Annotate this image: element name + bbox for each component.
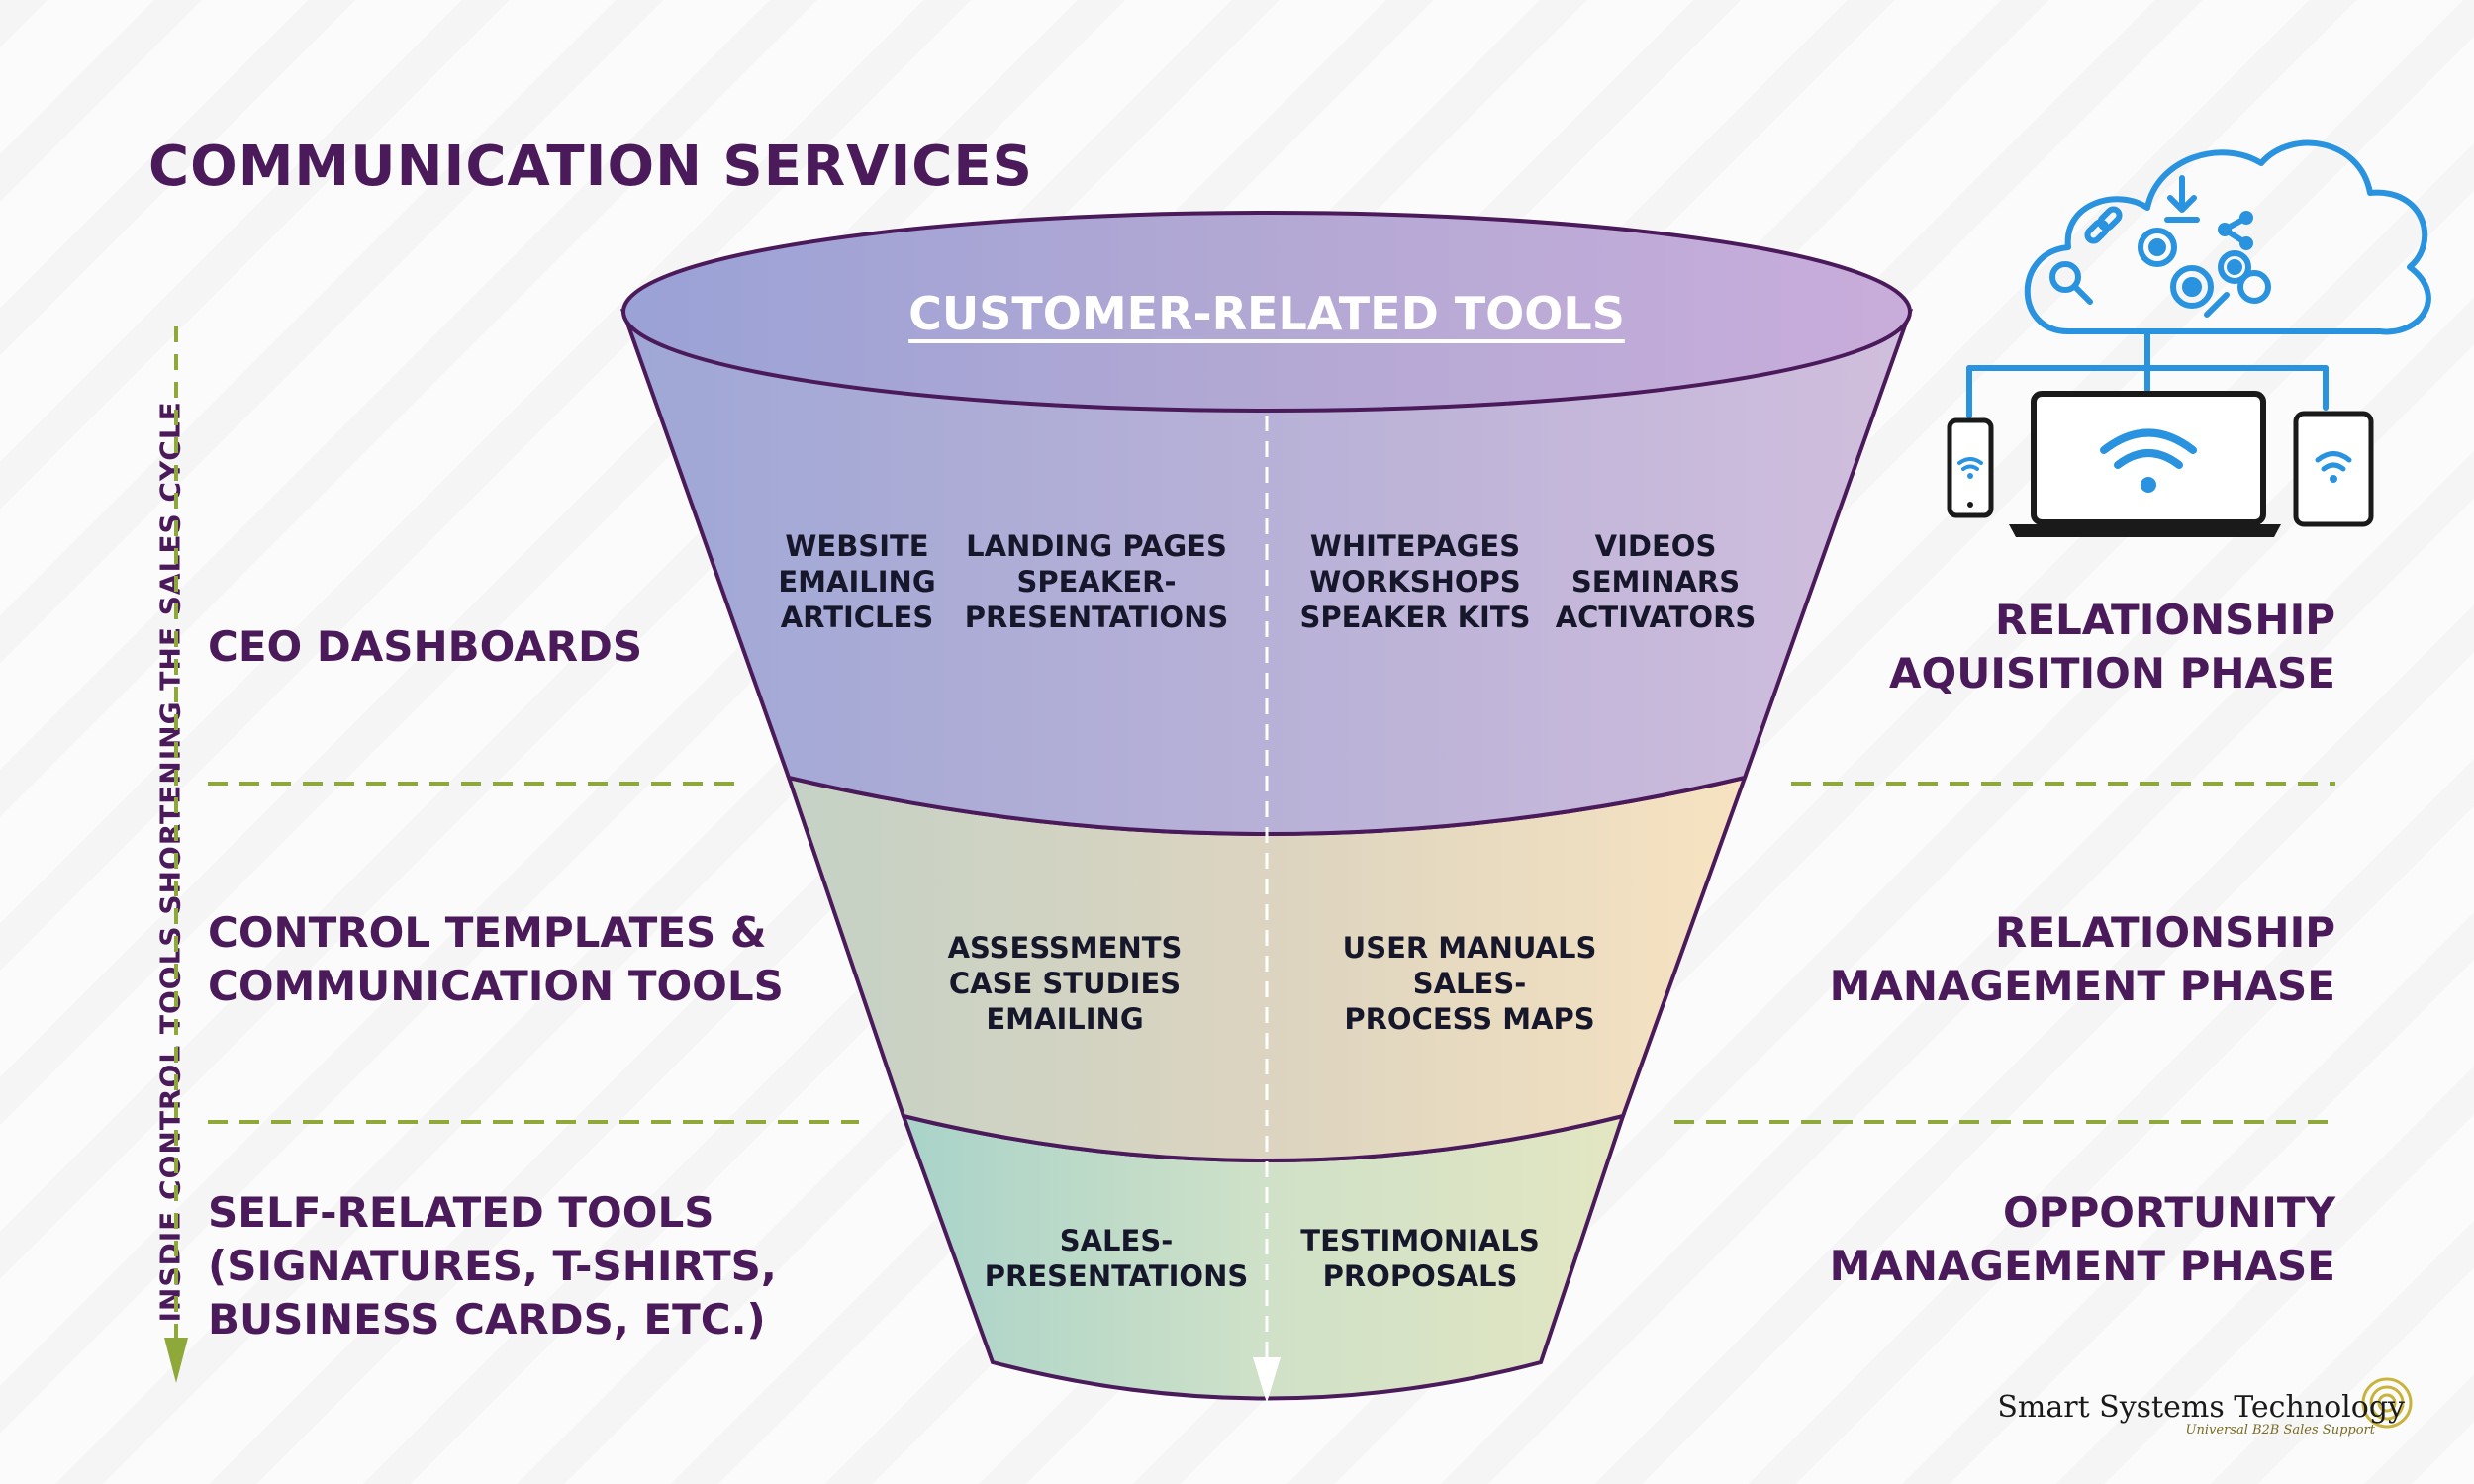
left-label-self-related-tools: SELF-RELATED TOOLS (SIGNATURES, T-SHIRTS… bbox=[208, 1186, 777, 1346]
left-arrowhead bbox=[164, 1338, 188, 1383]
left-label-line: COMMUNICATION TOOLS bbox=[208, 962, 784, 1010]
right-label-line: RELATIONSHIP bbox=[1995, 596, 2335, 644]
laptop-icon bbox=[2009, 391, 2281, 537]
right-label-line: MANAGEMENT PHASE bbox=[1829, 962, 2335, 1010]
smartphone-icon bbox=[1947, 417, 1994, 518]
tablet-icon bbox=[2293, 411, 2374, 527]
left-label-line: (SIGNATURES, T-SHIRTS, bbox=[208, 1242, 777, 1290]
top-col-3-line: SPEAKER KITS bbox=[1299, 601, 1531, 634]
left-label-line: CONTROL TEMPLATES & bbox=[208, 908, 767, 957]
top-col-4-line: ACTIVATORS bbox=[1555, 601, 1757, 634]
top-col-4-line: VIDEOS bbox=[1594, 529, 1717, 563]
funnel-rim bbox=[621, 211, 1912, 413]
middle-col-1-line: EMAILING bbox=[986, 1002, 1144, 1036]
right-label-line: RELATIONSHIP bbox=[1995, 908, 2335, 957]
left-label-control-templates: CONTROL TEMPLATES & COMMUNICATION TOOLS bbox=[208, 906, 784, 1013]
left-label-line: CEO DASHBOARDS bbox=[208, 622, 643, 671]
page-title: COMMUNICATION SERVICES bbox=[148, 135, 1033, 199]
top-col-1-line: WEBSITE bbox=[785, 529, 929, 563]
left-label-ceo-dashboards: CEO DASHBOARDS bbox=[208, 620, 642, 674]
middle-col-2-line: PROCESS MAPS bbox=[1344, 1002, 1595, 1036]
top-col-1-line: EMAILING bbox=[778, 565, 936, 599]
top-col-4-line: SEMINARS bbox=[1570, 565, 1741, 599]
cloud-network-icon bbox=[1966, 139, 2431, 418]
bottom-col-1: SALES- PRESENTATIONS bbox=[985, 1223, 1248, 1294]
company-logo-name: Smart Systems Technology bbox=[1997, 1390, 2405, 1425]
top-col-2: LANDING PAGES SPEAKER- PRESENTATIONS bbox=[965, 528, 1228, 635]
right-label-line: MANAGEMENT PHASE bbox=[1829, 1242, 2335, 1290]
middle-col-2: USER MANUALS SALES- PROCESS MAPS bbox=[1343, 930, 1597, 1037]
middle-col-1-line: ASSESSMENTS bbox=[947, 931, 1183, 965]
center-arrowhead bbox=[1253, 1357, 1281, 1403]
top-col-4: VIDEOS SEMINARS ACTIVATORS bbox=[1556, 528, 1757, 635]
middle-col-1-line: CASE STUDIES bbox=[948, 967, 1182, 1000]
company-logo-tagline: Universal B2B Sales Support bbox=[2185, 1423, 2375, 1438]
top-col-1: WEBSITE EMAILING ARTICLES bbox=[778, 528, 935, 635]
bottom-col-1-line: SALES- bbox=[1059, 1224, 1174, 1257]
top-col-2-line: SPEAKER- bbox=[1016, 565, 1177, 599]
top-col-2-line: LANDING PAGES bbox=[966, 529, 1227, 563]
top-col-3-line: WORKSHOPS bbox=[1309, 565, 1521, 599]
right-label-line: AQUISITION PHASE bbox=[1889, 649, 2335, 697]
right-label-opportunity-phase: OPPORTUNITY MANAGEMENT PHASE bbox=[1830, 1186, 2335, 1293]
bottom-col-2-line: TESTIMONIALS bbox=[1300, 1224, 1540, 1257]
logo-ring-icon bbox=[2361, 1377, 2413, 1429]
right-label-acquisition-phase: RELATIONSHIP AQUISITION PHASE bbox=[1889, 594, 2335, 700]
top-col-2-line: PRESENTATIONS bbox=[964, 601, 1229, 634]
top-col-3: WHITEPAGES WORKSHOPS SPEAKER KITS bbox=[1299, 528, 1530, 635]
right-label-line: OPPORTUNITY bbox=[2002, 1188, 2335, 1237]
left-label-line: SELF-RELATED TOOLS bbox=[208, 1188, 714, 1237]
bottom-col-2-line: PROPOSALS bbox=[1322, 1259, 1518, 1293]
top-col-3-line: WHITEPAGES bbox=[1309, 529, 1521, 563]
bottom-col-2: TESTIMONIALS PROPOSALS bbox=[1300, 1223, 1539, 1294]
right-label-management-phase: RELATIONSHIP MANAGEMENT PHASE bbox=[1830, 906, 2335, 1013]
top-col-1-line: ARTICLES bbox=[780, 601, 934, 634]
middle-col-1: ASSESSMENTS CASE STUDIES EMAILING bbox=[948, 930, 1183, 1037]
left-label-line: BUSINESS CARDS, ETC.) bbox=[208, 1295, 766, 1344]
bottom-col-1-line: PRESENTATIONS bbox=[984, 1259, 1249, 1293]
middle-col-2-line: SALES- bbox=[1412, 967, 1527, 1000]
middle-col-2-line: USER MANUALS bbox=[1342, 931, 1597, 965]
funnel-title: CUSTOMER-RELATED TOOLS bbox=[908, 287, 1625, 340]
